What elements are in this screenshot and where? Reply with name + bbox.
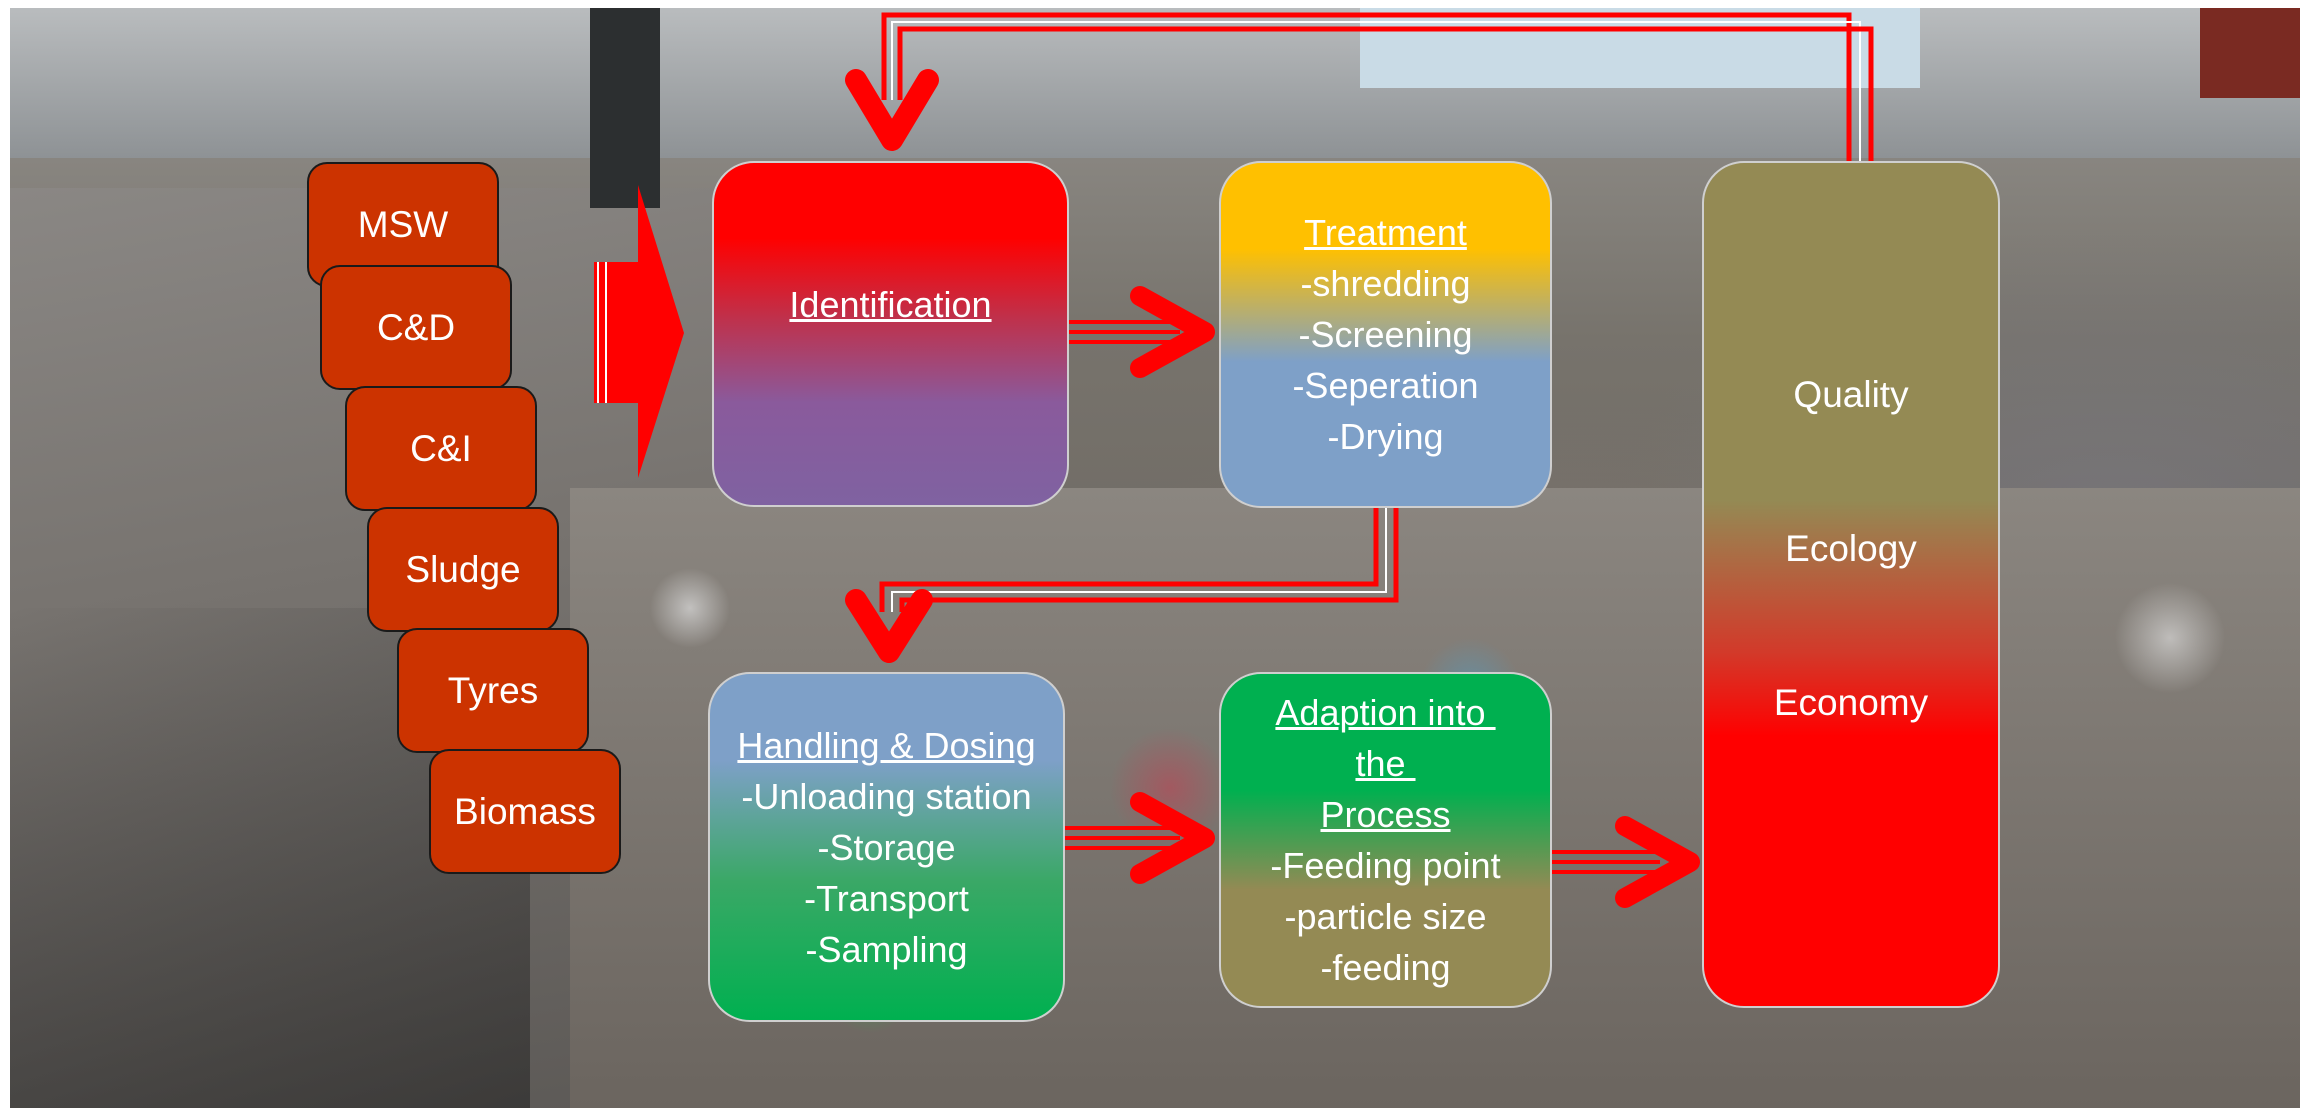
adaption-title-line: Process: [1320, 794, 1451, 835]
adaption-item: -particle size: [1284, 896, 1487, 937]
source-ci: C&I: [345, 386, 537, 511]
source-tyres: Tyres: [397, 628, 589, 753]
handling-item: -Transport: [804, 877, 969, 919]
adaption-item: -Feeding point: [1270, 845, 1501, 886]
handling-to-adaption-arrow: [1065, 792, 1215, 884]
treatment-item: -Screening: [1298, 314, 1473, 355]
adaption-item: -feeding: [1320, 947, 1451, 988]
identification-to-treatment-arrow: [1069, 286, 1215, 378]
outcomes-box: Quality Ecology Economy: [1702, 161, 2000, 1008]
outcome-quality: Quality: [1793, 374, 1909, 415]
handling-item: -Storage: [817, 826, 956, 868]
identification-title: Identification: [789, 283, 992, 325]
adaption-title-line: Adaption into: [1275, 692, 1496, 733]
source-label: Sludge: [405, 548, 521, 590]
handling-item: -Unloading station: [741, 775, 1032, 817]
treatment-item: -Drying: [1327, 416, 1444, 457]
handling-title: Handling & Dosing: [737, 724, 1036, 766]
treatment-box: Treatment -shredding -Screening -Seperat…: [1219, 161, 1552, 508]
photo-red-wall: [2200, 8, 2300, 98]
outcome-economy: Economy: [1773, 682, 1929, 723]
handling-dosing-box: Handling & Dosing -Unloading station -St…: [708, 672, 1065, 1022]
treatment-item: -shredding: [1300, 263, 1471, 304]
source-label: Tyres: [447, 669, 539, 711]
source-label: MSW: [357, 203, 449, 245]
adaption-to-outcomes-arrow: [1552, 816, 1700, 908]
adaption-title-line: the: [1355, 743, 1416, 784]
treatment-title: Treatment: [1304, 212, 1467, 253]
treatment-to-handling-arrow: [845, 508, 1399, 663]
photo-pillar: [590, 8, 660, 208]
sources-to-identification-arrow: [594, 185, 684, 478]
adaption-box: Adaption into the Process -Feeding point…: [1219, 672, 1552, 1008]
source-label: C&D: [376, 306, 456, 348]
feedback-to-identification-arrow: [845, 12, 1874, 161]
identification-box: Identification: [712, 161, 1069, 507]
source-cd: C&D: [320, 265, 512, 390]
source-label: C&I: [410, 427, 472, 469]
handling-item: -Sampling: [805, 928, 968, 970]
source-biomass: Biomass: [429, 749, 621, 874]
source-label: Biomass: [454, 790, 596, 832]
treatment-item: -Seperation: [1292, 365, 1479, 406]
source-sludge: Sludge: [367, 507, 559, 632]
outcome-ecology: Ecology: [1785, 528, 1917, 569]
